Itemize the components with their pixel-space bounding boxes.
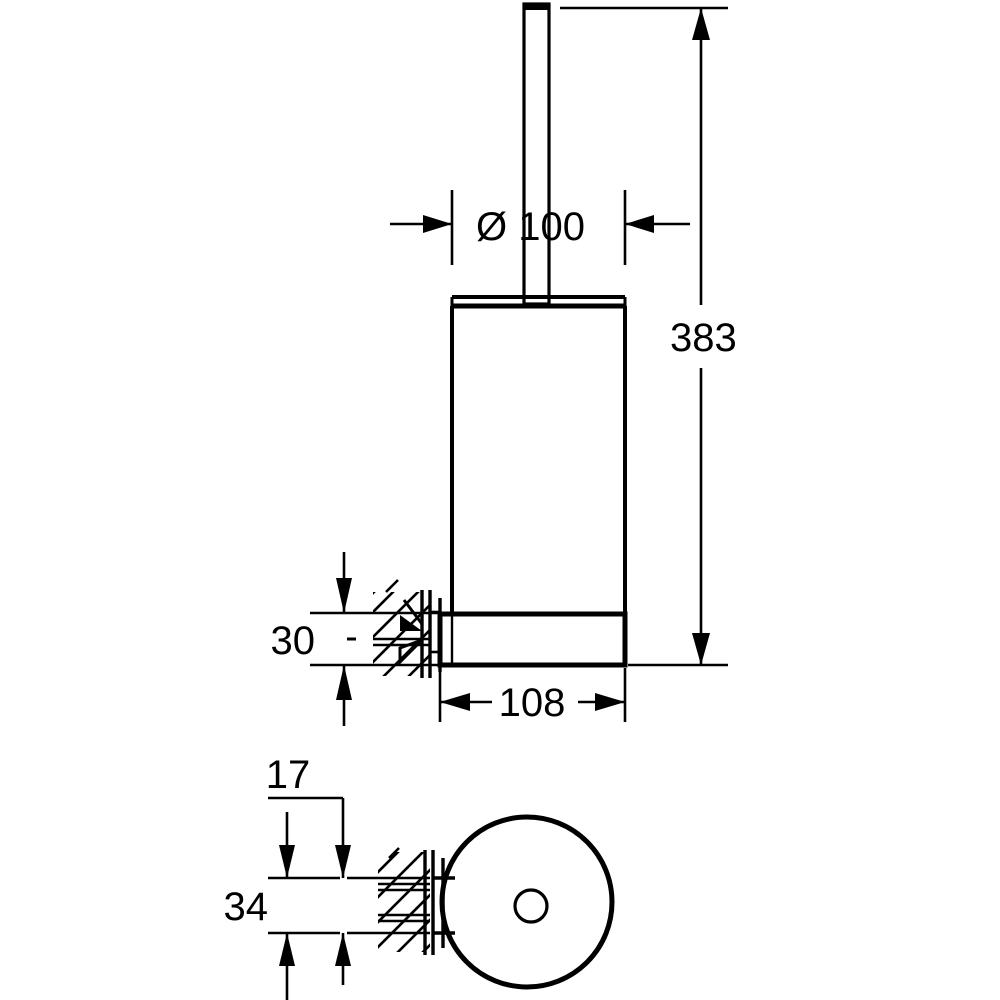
brush-handle xyxy=(522,2,551,306)
dimension-depth-108: 108 xyxy=(438,665,627,725)
dimension-label-wall-offset: 30 xyxy=(271,619,316,663)
dimension-label-bracket-17: 17 xyxy=(266,753,311,797)
wall-mount-bracket-plan xyxy=(423,850,455,955)
container-base-block xyxy=(437,611,628,668)
container-body xyxy=(450,306,627,614)
plan-view-outer-circle xyxy=(439,814,615,990)
front-elevation-view: Ø 100 383 30 xyxy=(271,2,737,726)
dimension-wall-offset-30: 30 xyxy=(271,552,438,726)
wall-hatch-tick-front xyxy=(385,579,399,593)
dimension-label-bracket-34: 34 xyxy=(224,885,269,929)
container-rim xyxy=(450,295,627,309)
wall-hatch-tick-plan xyxy=(388,847,400,859)
dimension-bracket-34: 34 xyxy=(224,885,430,1000)
bottom-plan-view: 17 34 xyxy=(224,753,615,1000)
plan-view-center-hole xyxy=(513,888,549,924)
wall-hatching-plan xyxy=(378,852,430,952)
wall-hatching-front xyxy=(373,592,429,676)
dimension-bracket-17: 17 xyxy=(266,753,430,880)
dimension-height-383: 383 xyxy=(560,6,737,667)
dimension-label-depth: 108 xyxy=(499,681,566,725)
dimension-diameter-100: Ø 100 xyxy=(390,190,690,300)
dimension-label-diameter: Ø 100 xyxy=(476,205,585,249)
dimension-label-height: 383 xyxy=(670,316,737,360)
